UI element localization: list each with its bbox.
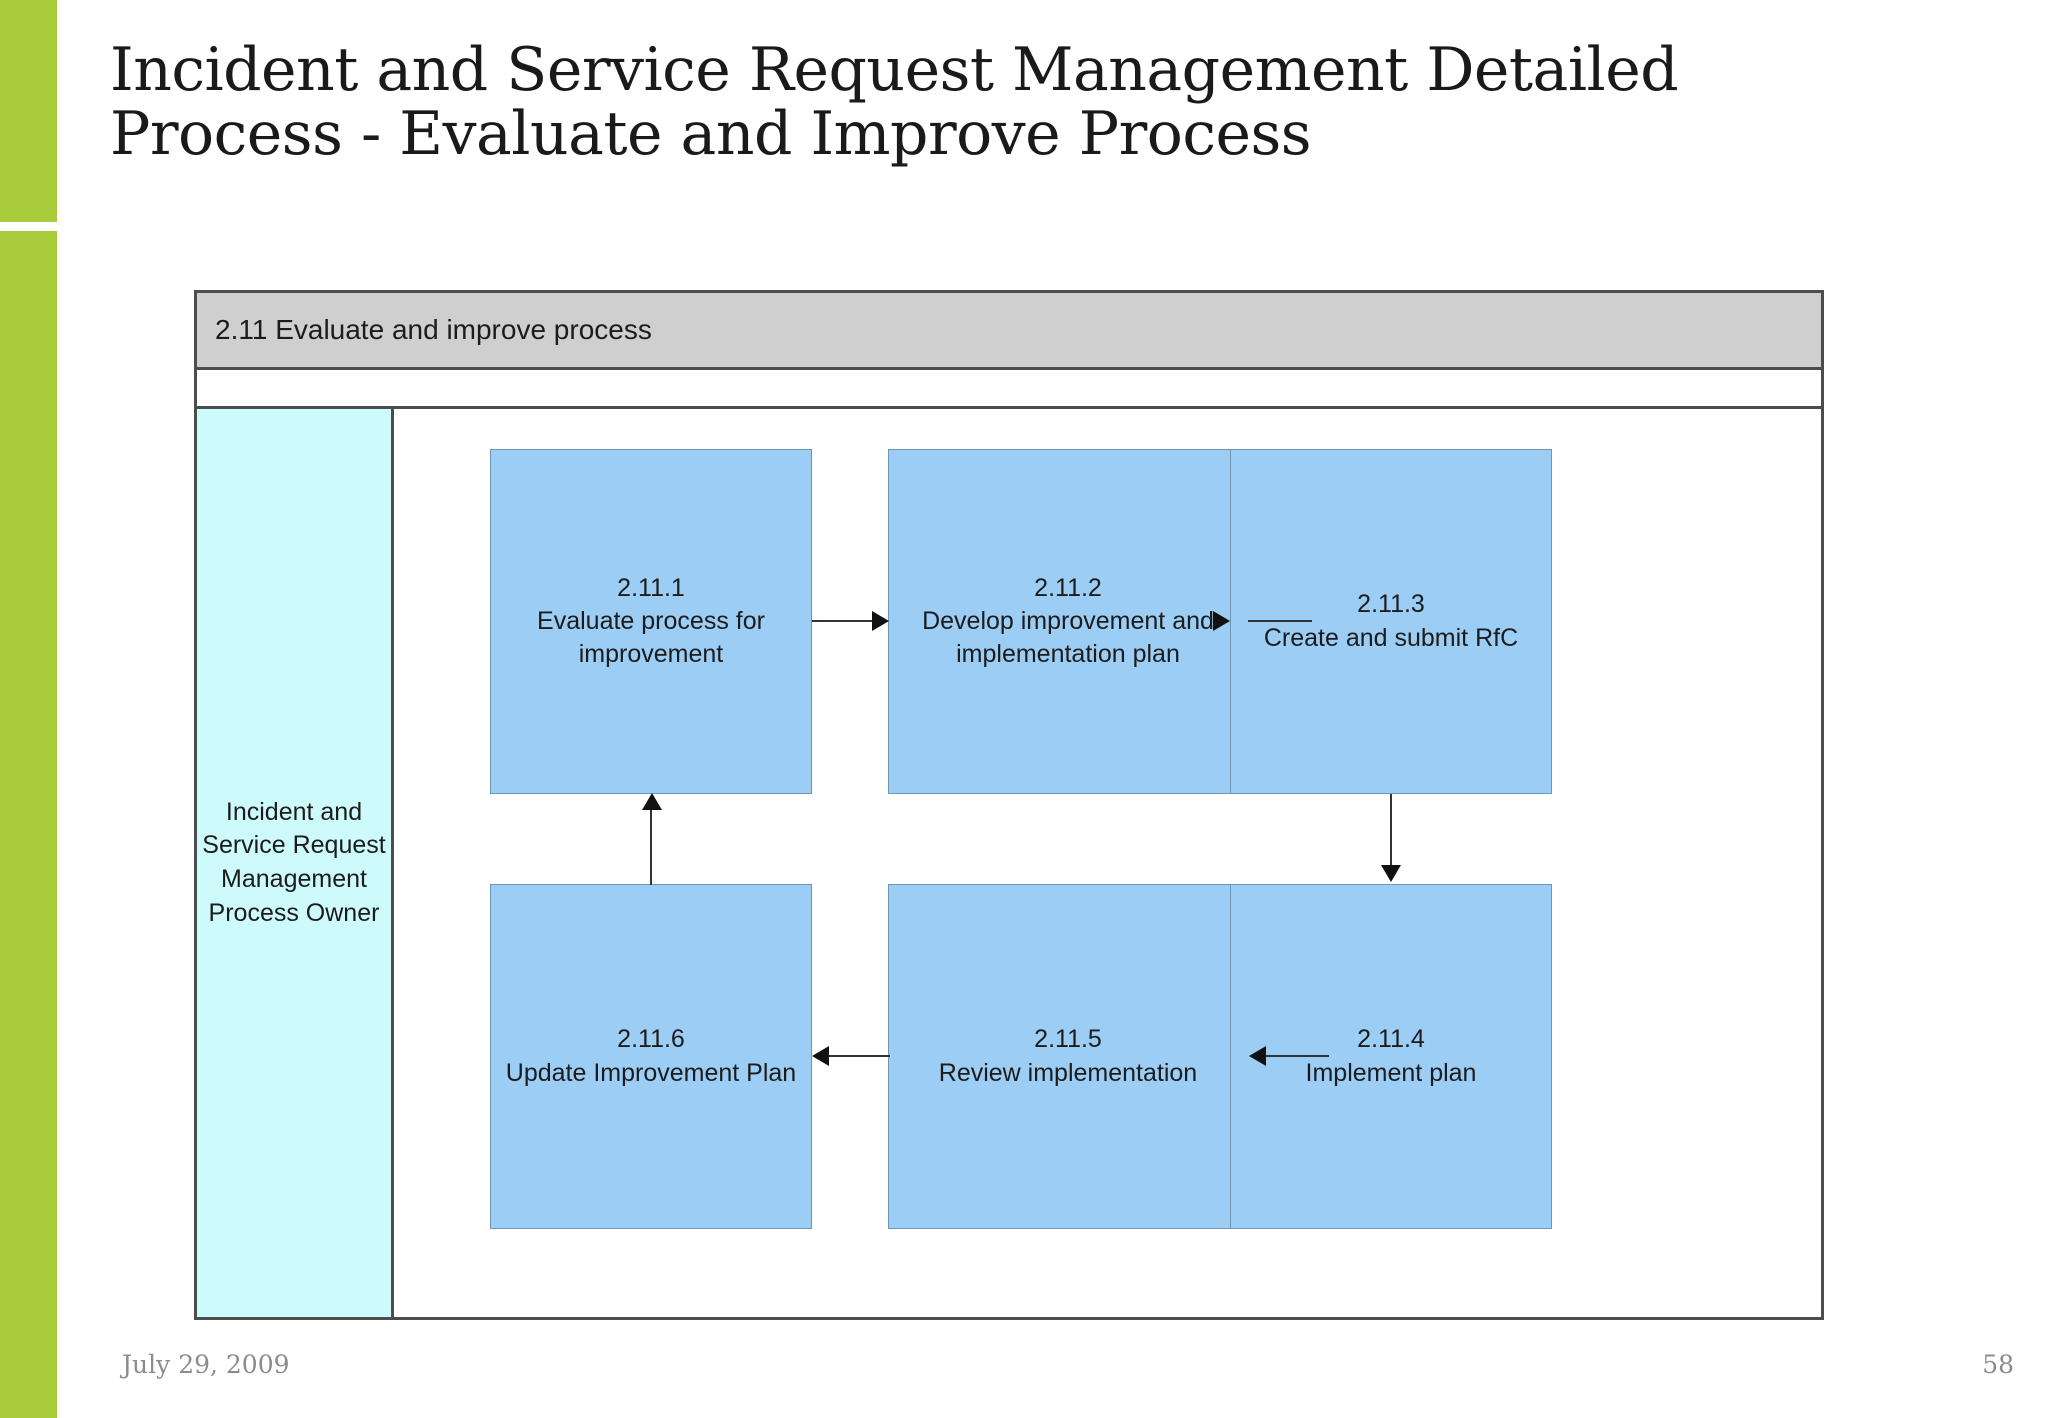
footer-date: July 29, 2009 xyxy=(122,1350,290,1379)
arrow-down-icon xyxy=(1381,865,1401,882)
arrow-right-icon xyxy=(1213,611,1230,631)
connector-line xyxy=(1390,794,1392,867)
connector-line xyxy=(1265,1055,1329,1057)
process-box-label: Review implementation xyxy=(938,1058,1198,1087)
swimlane-body: Incident and Service Request Management … xyxy=(197,409,1821,1317)
arrow-left-icon xyxy=(1249,1046,1266,1066)
process-box-2-11-4[interactable]: 2.11.4 Implement plan xyxy=(1230,884,1552,1229)
process-box-2-11-2[interactable]: 2.11.2 Develop improvement and implement… xyxy=(888,449,1248,794)
swimlane-label: Incident and Service Request Management … xyxy=(197,409,394,1317)
accent-bar-bottom xyxy=(0,231,57,1418)
diagram-header-title: 2.11 Evaluate and improve process xyxy=(215,314,652,345)
diagram-header-bar: 2.11 Evaluate and improve process xyxy=(197,293,1821,370)
process-box-label: Implement plan xyxy=(1305,1058,1477,1087)
process-box-label: Update Improvement Plan xyxy=(505,1058,797,1087)
swimlane-label-text: Incident and Service Request Management … xyxy=(202,797,386,927)
process-box-2-11-6[interactable]: 2.11.6 Update Improvement Plan xyxy=(490,884,812,1229)
swimlane-canvas: 2.11.1 Evaluate process for improvement … xyxy=(394,409,1821,1317)
process-box-label: Evaluate process for improvement xyxy=(537,606,765,669)
process-box-label: Create and submit RfC xyxy=(1263,623,1519,652)
process-box-id: 2.11.5 xyxy=(1034,1025,1102,1054)
process-box-id: 2.11.6 xyxy=(617,1025,685,1054)
arrow-up-icon xyxy=(642,793,662,810)
process-box-id: 2.11.1 xyxy=(617,573,685,602)
footer-page-number: 58 xyxy=(1982,1350,2014,1379)
arrow-right-icon xyxy=(872,611,889,631)
process-box-label: Develop improvement and implementation p… xyxy=(922,606,1214,669)
process-box-id: 2.11.2 xyxy=(1034,573,1102,602)
connector-line xyxy=(650,809,652,885)
process-box-id: 2.11.3 xyxy=(1357,590,1425,619)
accent-bar-top xyxy=(0,0,57,222)
page-title: Incident and Service Request Management … xyxy=(110,35,1679,170)
process-box-2-11-1[interactable]: 2.11.1 Evaluate process for improvement xyxy=(490,449,812,794)
process-diagram: 2.11 Evaluate and improve process Incide… xyxy=(194,290,1824,1320)
diagram-subheader-row xyxy=(197,370,1821,409)
connector-line xyxy=(1248,620,1312,622)
arrow-left-icon xyxy=(812,1046,829,1066)
process-box-id: 2.11.4 xyxy=(1357,1025,1425,1054)
connector-line xyxy=(812,620,874,622)
connector-line xyxy=(828,1055,890,1057)
process-box-2-11-5[interactable]: 2.11.5 Review implementation xyxy=(888,884,1248,1229)
